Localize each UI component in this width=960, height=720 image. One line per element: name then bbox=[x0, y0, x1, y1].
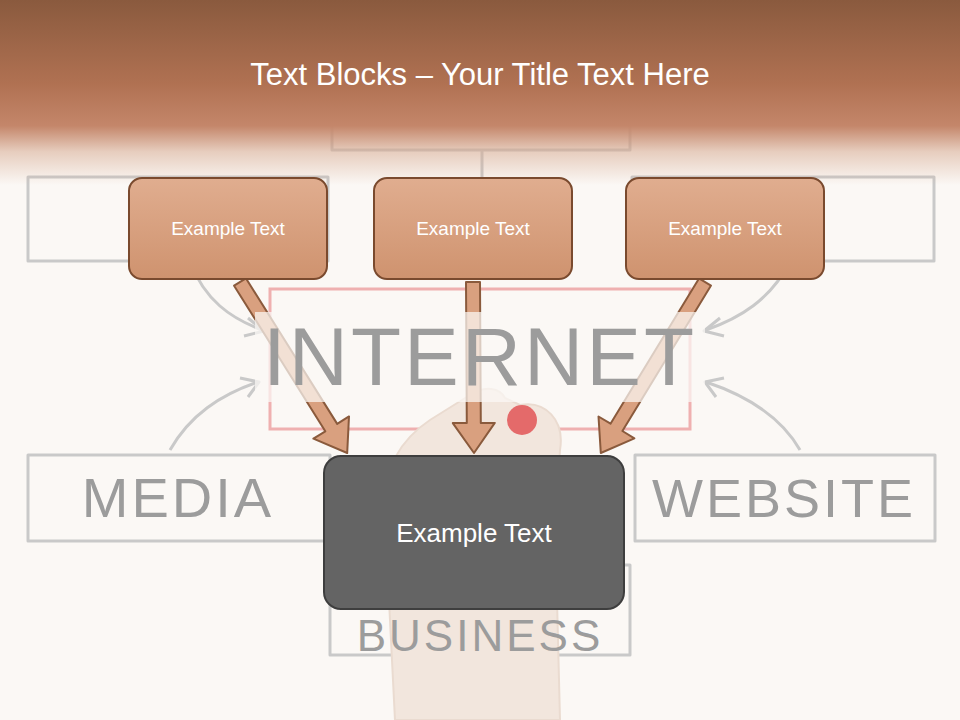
text-block: Example Text bbox=[625, 177, 825, 280]
block-text: Example Text bbox=[658, 217, 792, 241]
sketch-word: INTERNET bbox=[255, 312, 705, 402]
header-band bbox=[0, 0, 960, 185]
block-text: Example Text bbox=[406, 217, 540, 241]
text-block: Example Text bbox=[128, 177, 328, 280]
sketch-word: MEDIA bbox=[82, 470, 274, 526]
slide-title: Text Blocks – Your Title Text Here bbox=[20, 52, 940, 98]
text-block: Example Text bbox=[373, 177, 573, 280]
result-box: Example Text bbox=[323, 455, 625, 610]
sketch-word: WEBSITE bbox=[652, 471, 916, 525]
block-text: Example Text bbox=[161, 217, 295, 241]
sketch-word: BUSINESS bbox=[357, 614, 604, 658]
block-text: Example Text bbox=[386, 517, 562, 549]
